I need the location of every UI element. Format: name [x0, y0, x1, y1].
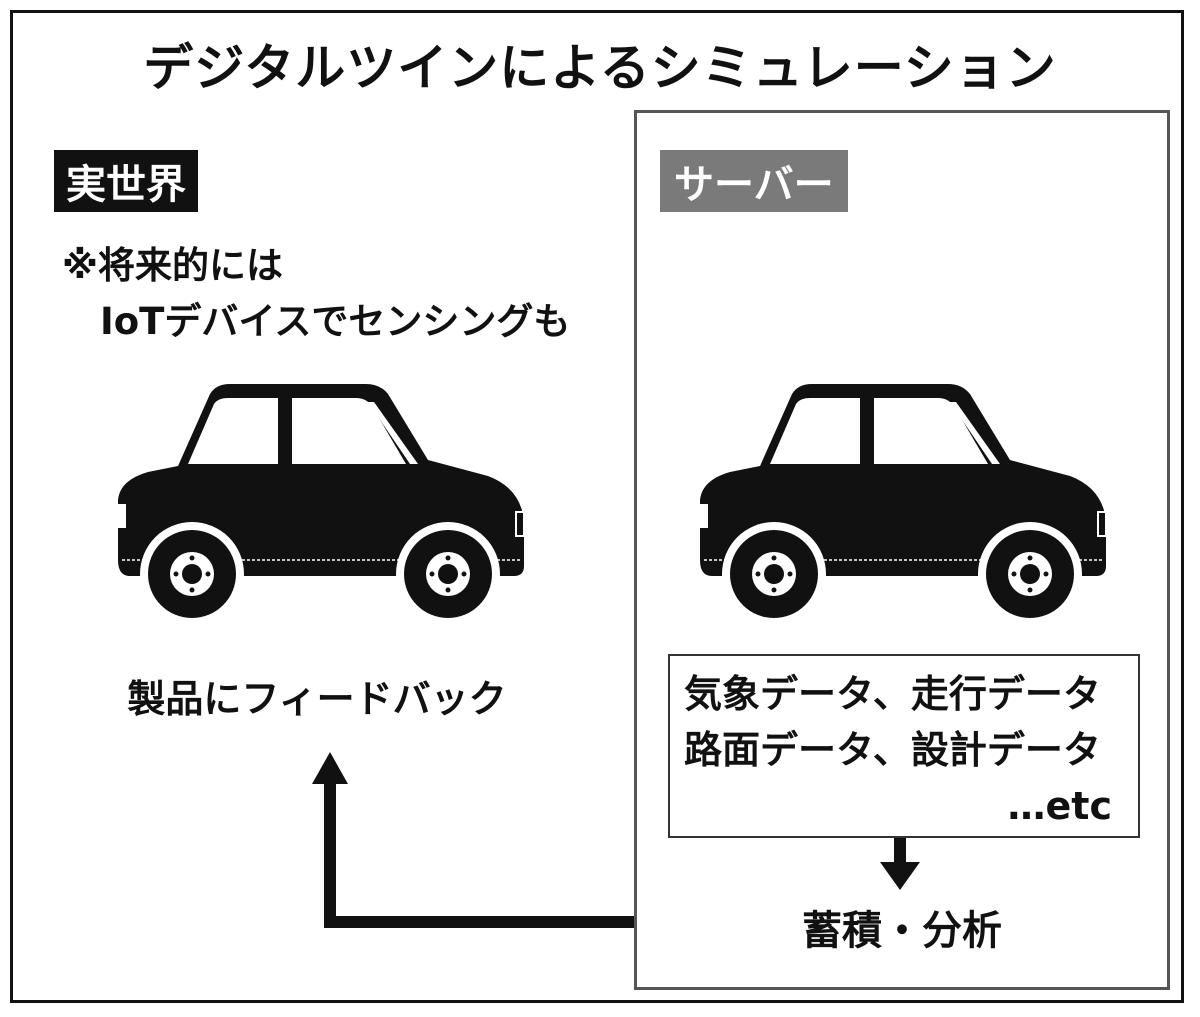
analysis-label: 蓄積・分析 [802, 908, 1002, 954]
real-world-label: 実世界 [54, 150, 198, 212]
diagram-frame [10, 10, 1184, 1003]
sensing-note-line1: ※将来的には [62, 244, 283, 287]
data-line-1: 気象データ、走行データ [684, 672, 1101, 716]
arrow-up-icon [312, 752, 634, 928]
data-line-etc: …etc [1007, 784, 1112, 828]
data-line-2: 路面データ、設計データ [684, 728, 1101, 772]
sensing-note: ※将来的には IoTデバイスでセンシングも [62, 238, 570, 350]
data-list-box: 気象データ、走行データ 路面データ、設計データ …etc [668, 654, 1140, 838]
server-car-icon [699, 383, 1107, 627]
server-label: サーバー [660, 150, 848, 212]
server-panel [634, 110, 1170, 990]
real-world-car-icon [117, 383, 525, 627]
feedback-label: 製品にフィードバック [127, 677, 507, 721]
sensing-note-line2: IoTデバイスでセンシングも [100, 300, 571, 343]
diagram-title: デジタルツインによるシミュレーション [143, 39, 1057, 97]
